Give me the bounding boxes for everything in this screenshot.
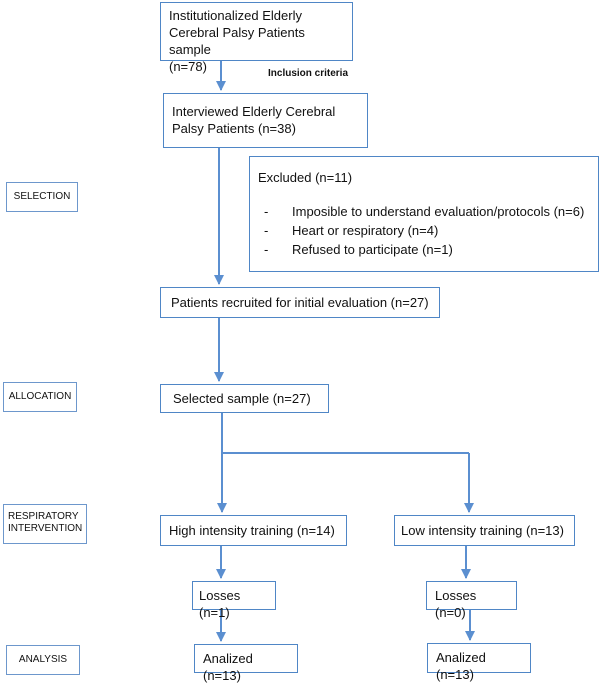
- excluded-list: -Imposible to understand evaluation/prot…: [258, 203, 590, 258]
- excluded-item: -Refused to participate (n=1): [264, 242, 453, 257]
- excluded-item: -Imposible to understand evaluation/prot…: [264, 204, 585, 219]
- box-initial-sample: Institutionalized Elderly Cerebral Palsy…: [160, 2, 353, 74]
- stage-selection: SELECTION: [6, 182, 78, 212]
- excluded-title: Excluded (n=11): [258, 170, 353, 185]
- box-recruited: Patients recruited for initial evaluatio…: [160, 287, 440, 318]
- box-selected-sample: Selected sample (n=27): [160, 384, 329, 413]
- box-analized-high: Analized (n=13): [194, 644, 298, 683]
- box-analized-low: Analized (n=13): [427, 643, 531, 682]
- stage-allocation: ALLOCATION: [3, 382, 77, 412]
- excluded-item: -Heart or respiratory (n=4): [264, 223, 439, 238]
- box-low-intensity: Low intensity training (n=13): [394, 515, 575, 546]
- box-interviewed: Interviewed Elderly Cerebral Palsy Patie…: [163, 93, 368, 148]
- box-high-intensity: High intensity training (n=14): [160, 515, 347, 546]
- box-losses-high: Losses (n=1): [192, 581, 276, 620]
- box-excluded: Excluded (n=11) -Imposible to understand…: [249, 156, 599, 272]
- stage-respiratory-intervention: RESPIRATORY INTERVENTION: [3, 504, 87, 544]
- box-losses-low: Losses (n=0): [426, 581, 517, 620]
- stage-analysis: ANALYSIS: [6, 645, 80, 675]
- inclusion-criteria-note: Inclusion criteria: [268, 68, 349, 79]
